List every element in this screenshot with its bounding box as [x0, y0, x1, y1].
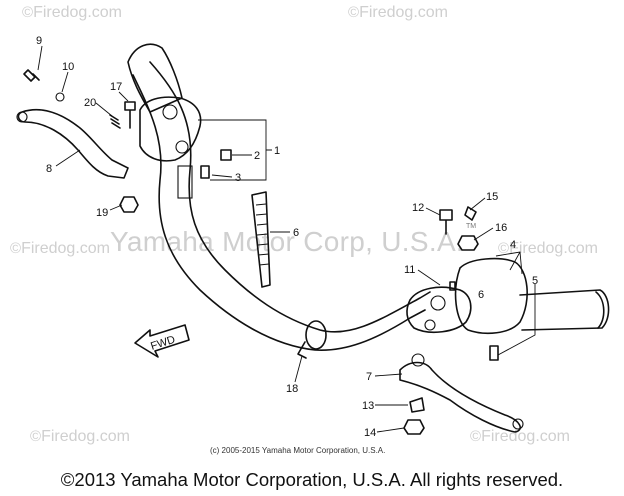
part-label-9: 9 [36, 35, 42, 47]
watermark-center: Yamaha Motor Corp, U.S.A. [110, 226, 464, 257]
screw-2 [220, 149, 232, 161]
part-label-13: 13 [362, 400, 374, 412]
screw-17 [124, 101, 136, 129]
footer-copyright: ©2013 Yamaha Motor Corporation, U.S.A. A… [60, 469, 564, 490]
nut-14 [403, 419, 425, 435]
part-label-3: 3 [235, 172, 241, 184]
part-label-1: 1 [274, 145, 280, 157]
left-lever-bracket [139, 96, 202, 162]
screw-3 [200, 165, 210, 179]
watermark-top-right: ©Firedog.com [348, 4, 448, 21]
handlebar-tube-lower-edge [132, 74, 426, 352]
part-label-10: 10 [62, 61, 74, 73]
trademark-label: TM [466, 223, 476, 230]
cable-tie [251, 191, 271, 288]
part-label-19: 19 [96, 207, 108, 219]
fwd-label: FWD [149, 334, 177, 353]
right-switch-housing [454, 257, 528, 335]
fwd-arrow [134, 324, 190, 358]
part-label-15: 15 [486, 191, 498, 203]
left-lever [17, 108, 129, 179]
watermark-bottom-right: ©Firedog.com [470, 428, 570, 445]
watermark-bottom-left: ©Firedog.com [30, 428, 130, 445]
part-label-8: 8 [46, 163, 52, 175]
small-copyright: (c) 2005-2015 Yamaha Motor Corporation, … [210, 446, 386, 455]
watermark-top-left: ©Firedog.com [22, 4, 122, 21]
nut-16 [457, 235, 479, 251]
part-label-11: 11 [404, 264, 415, 276]
washer-10 [55, 92, 65, 102]
right-lever [399, 361, 521, 433]
washer-13 [409, 397, 425, 413]
left-grip [127, 43, 183, 113]
watermark-mid-right: ©Firedog.com [498, 240, 598, 257]
screw-12 [439, 209, 453, 235]
label-6-on-housing: 6 [478, 289, 484, 301]
spring-20 [109, 114, 121, 129]
part-label-5: 5 [532, 275, 538, 287]
watermark-mid-left: ©Firedog.com [10, 240, 110, 257]
screw-15 [464, 206, 477, 221]
part-label-12: 12 [412, 202, 424, 214]
handlebar-tube [149, 61, 431, 333]
right-lever-bracket [406, 286, 472, 334]
part-label-18: 18 [286, 383, 298, 395]
clamp-18 [305, 320, 327, 350]
part-label-17: 17 [110, 81, 122, 93]
nut-19 [119, 196, 139, 213]
right-grip [519, 289, 610, 331]
part-label-4: 4 [510, 239, 516, 251]
part-label-14: 14 [364, 427, 376, 439]
bolt-9 [23, 69, 40, 82]
part-label-6: 6 [293, 227, 299, 239]
part-label-16: 16 [495, 222, 507, 234]
part-label-2: 2 [254, 150, 260, 162]
part-label-20: 20 [84, 97, 96, 109]
screw-bottom-right [489, 345, 499, 361]
part-label-7: 7 [366, 371, 372, 383]
